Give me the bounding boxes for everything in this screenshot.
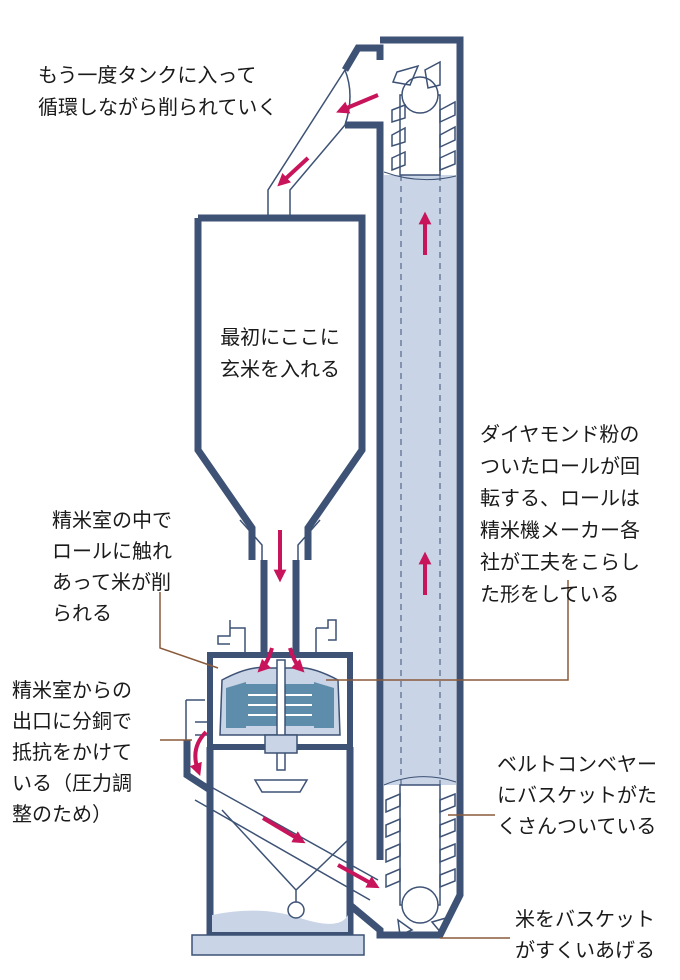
label-tank: 最初にここに 玄米を入れる bbox=[220, 325, 340, 381]
arrow-icon bbox=[337, 863, 380, 889]
label-text: ダイヤモンド粉の bbox=[480, 422, 639, 446]
label-text: られる bbox=[52, 601, 112, 625]
label-text: 整のため） bbox=[12, 802, 112, 826]
flow-arrows bbox=[189, 93, 432, 889]
rice-tank bbox=[194, 214, 366, 655]
label-text: いる（圧力調 bbox=[12, 771, 132, 795]
conveyor-belt bbox=[384, 175, 456, 785]
label-recirculate: もう一度タンクに入って 循環しながら削られていく bbox=[38, 63, 277, 119]
label-text: にバスケットがた bbox=[497, 783, 657, 807]
label-text: もう一度タンクに入って bbox=[38, 63, 256, 87]
milling-chamber bbox=[185, 619, 353, 793]
label-roll: ダイヤモンド粉の ついたロールが回 転する、ロールは 精米機メーカー各 社が工夫… bbox=[480, 422, 640, 606]
label-text: 転する、ロールは bbox=[480, 486, 640, 510]
label-text: 玄米を入れる bbox=[220, 357, 340, 381]
label-text: ロールに触れ bbox=[52, 539, 172, 563]
roller bbox=[226, 682, 334, 728]
label-text: 精米室の中で bbox=[52, 508, 172, 532]
label-text: あって米が削 bbox=[52, 570, 171, 594]
label-text: くさんついている bbox=[497, 814, 656, 838]
label-text: 出口に分銅で bbox=[12, 709, 132, 733]
label-belt: ベルトコンベヤー にバスケットがた くさんついている bbox=[497, 752, 657, 838]
label-text: 米をバスケット bbox=[515, 907, 655, 931]
label-text: 抵抗をかけて bbox=[12, 740, 132, 764]
return-chute bbox=[267, 44, 384, 215]
label-outlet: 精米室からの 出口に分銅で 抵抗をかけて いる（圧力調 整のため） bbox=[12, 678, 132, 826]
label-text: ついたロールが回 bbox=[480, 454, 640, 478]
base-plate bbox=[191, 934, 365, 956]
label-text: ベルトコンベヤー bbox=[497, 752, 657, 776]
arrow-icon bbox=[288, 647, 305, 673]
label-chamber: 精米室の中で ロールに触れ あって米が削 られる bbox=[52, 508, 172, 625]
label-text: た形をしている bbox=[480, 582, 619, 606]
label-bucket: 米をバスケット がすくいあげる bbox=[515, 907, 655, 962]
label-text: 循環しながら削られていく bbox=[38, 95, 277, 119]
arrow-icon bbox=[189, 730, 208, 777]
label-text: 精米機メーカー各 bbox=[480, 518, 640, 542]
label-text: 社が工夫をこらし bbox=[480, 550, 640, 574]
bucket-elevator bbox=[347, 36, 464, 939]
arrow-icon bbox=[336, 93, 379, 114]
lower-housing bbox=[183, 740, 379, 956]
label-text: 最初にここに bbox=[220, 325, 340, 349]
label-text: がすくいあげる bbox=[515, 938, 655, 962]
label-text: 精米室からの bbox=[12, 678, 132, 702]
shaft bbox=[276, 659, 286, 771]
arrow-icon bbox=[261, 816, 306, 844]
leader-lines bbox=[159, 580, 569, 939]
arrow-icon bbox=[257, 647, 274, 673]
arrow-icon bbox=[277, 156, 310, 187]
pulley bbox=[253, 779, 309, 793]
